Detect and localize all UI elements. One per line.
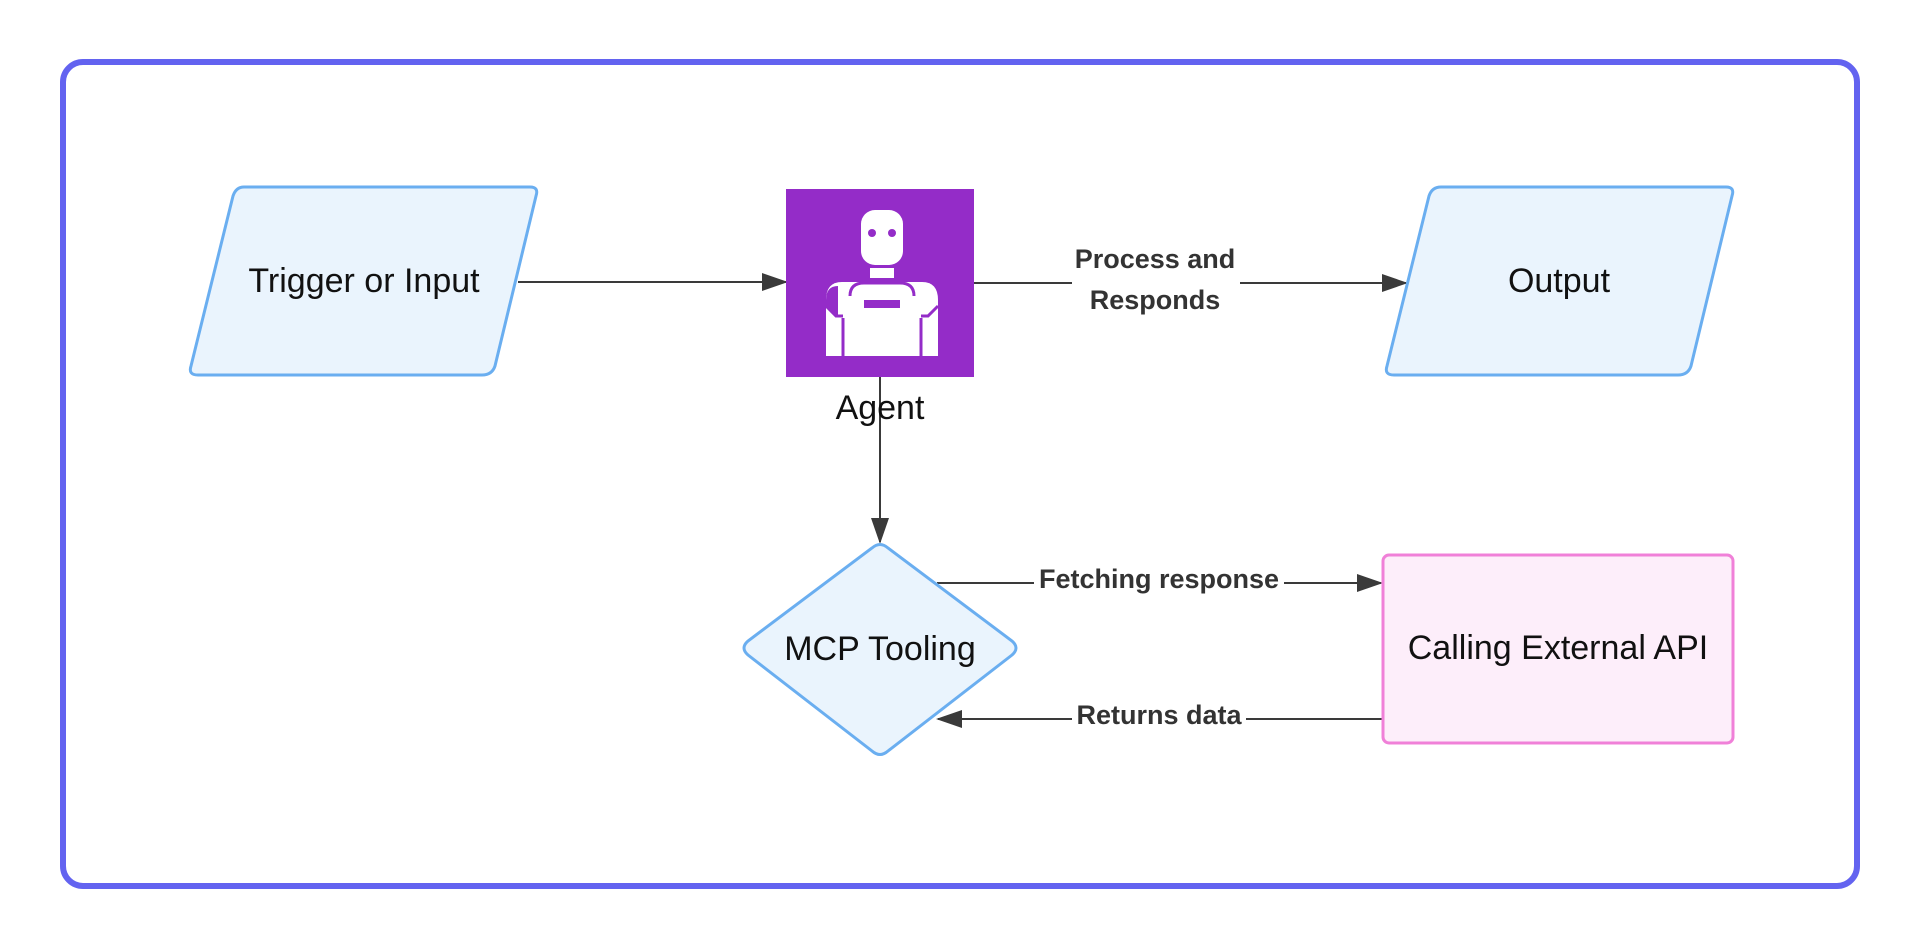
robot-icon <box>824 210 940 356</box>
robot-head <box>861 210 903 265</box>
robot-shoulder-line-left <box>824 304 843 318</box>
node-mcp-shape <box>742 543 1018 756</box>
node-trigger[interactable]: Trigger or Input <box>188 185 539 377</box>
robot-eye-right <box>888 229 896 237</box>
node-mcp[interactable]: MCP Tooling <box>742 543 1018 756</box>
robot-body <box>826 282 938 356</box>
robot-shoulder-line-right <box>921 304 940 318</box>
edge-label-fetching-text: Fetching response <box>1039 564 1279 594</box>
node-trigger-shape <box>188 185 539 377</box>
node-mcp-label: MCP Tooling <box>784 630 976 668</box>
robot-neck <box>870 268 894 278</box>
node-api[interactable]: Calling External API <box>1381 553 1735 745</box>
node-trigger-label: Trigger or Input <box>248 262 480 300</box>
edge-label-returns-text: Returns data <box>1076 700 1242 730</box>
node-agent[interactable]: Agent <box>786 189 974 427</box>
edge-label-process-bg <box>1072 240 1240 320</box>
node-output-label: Output <box>1508 262 1611 300</box>
robot-arm-left <box>826 286 838 317</box>
robot-eye-left <box>868 229 876 237</box>
node-api-label: Calling External API <box>1408 629 1709 667</box>
node-output[interactable]: Output <box>1384 185 1735 377</box>
edge-label-process-line1: Process and <box>1075 244 1236 274</box>
edge-label-returns-bg <box>1072 700 1246 736</box>
edge-label-process: Process and Responds <box>1072 240 1240 320</box>
edge-label-returns: Returns data <box>1072 700 1246 736</box>
node-agent-label: Agent <box>836 389 925 427</box>
robot-collar <box>848 281 916 297</box>
edge-label-fetching: Fetching response <box>1034 564 1284 600</box>
node-output-shape <box>1384 185 1735 377</box>
edge-label-process-line2: Responds <box>1090 285 1221 315</box>
robot-chest-panel <box>864 300 900 308</box>
node-api-shape <box>1381 553 1735 745</box>
edge-label-fetching-bg <box>1034 564 1284 600</box>
